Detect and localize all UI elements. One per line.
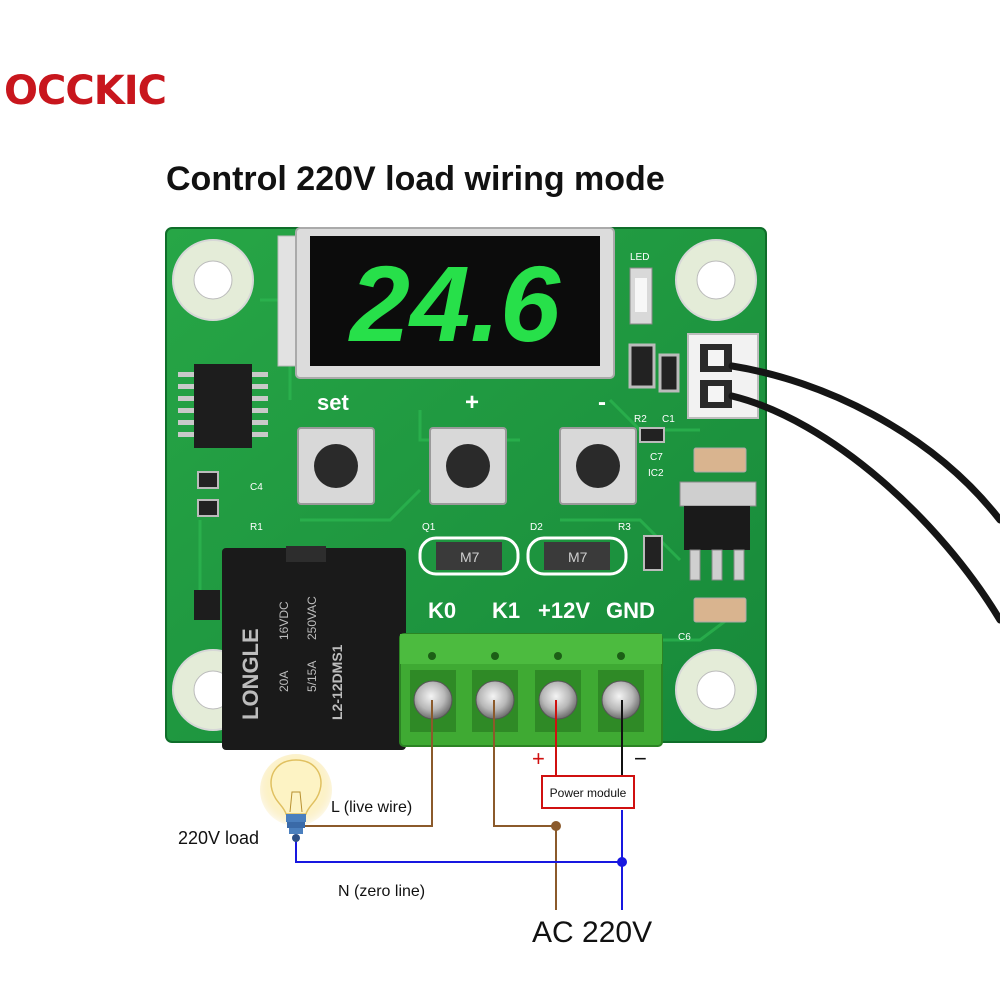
- terminal-label-k0: K0: [428, 598, 456, 623]
- relay-rating-2: 250VAC: [305, 596, 319, 640]
- plus-button[interactable]: [429, 427, 507, 505]
- probe-connector: [687, 333, 759, 419]
- silk-ic2: IC2: [648, 468, 664, 479]
- silk-q1: Q1: [422, 522, 436, 533]
- relay: LONGLE 20A 16VDC 5/15A 250VAC L2-12DMS1: [222, 546, 406, 750]
- display-reading: 24.6: [348, 243, 561, 364]
- silk-d2: D2: [530, 522, 543, 533]
- relay-brand: LONGLE: [238, 628, 263, 720]
- led-display: 24.6: [277, 227, 615, 379]
- relay-rating-3: 20A: [277, 671, 291, 692]
- diode-d2-label: M7: [568, 549, 588, 565]
- silk-r2: R2: [634, 414, 647, 425]
- button-labels: set + -: [317, 389, 606, 416]
- load-label: 220V load: [178, 828, 259, 848]
- silk-led: LED: [630, 252, 649, 263]
- smd-parts-right: R2 C1 C7 IC2 C6: [628, 343, 747, 643]
- page-title: Control 220V load wiring mode: [166, 160, 665, 198]
- set-label: set: [317, 390, 349, 415]
- diodes: Q1 D2 R3 M7 M7: [418, 522, 663, 576]
- relay-model: L2-12DMS1: [329, 644, 345, 720]
- light-bulb-icon: [260, 754, 332, 842]
- live-wire: [300, 700, 557, 910]
- brand-logo: OCCKIC: [4, 68, 167, 114]
- power-module-label: Power module: [550, 786, 627, 800]
- terminal-label-k1: K1: [492, 598, 520, 623]
- positive-sign: +: [532, 746, 545, 771]
- mount-hole-top-left: [172, 239, 254, 321]
- live-junction: [551, 821, 561, 831]
- silk-r1: R1: [250, 522, 263, 533]
- set-button[interactable]: [297, 427, 375, 505]
- silk-c4: C4: [250, 482, 263, 493]
- terminal-12v[interactable]: [535, 670, 581, 732]
- relay-rating-1: 16VDC: [277, 601, 291, 640]
- plus-label: +: [465, 389, 479, 416]
- relay-rating-4: 5/15A: [305, 661, 319, 692]
- silk-r3: R3: [618, 522, 631, 533]
- power-module: Power module: [541, 775, 635, 809]
- probe-cable: [728, 362, 1000, 624]
- live-wire-label: L (live wire): [331, 799, 412, 816]
- zero-line-label: N (zero line): [338, 883, 425, 900]
- voltage-regulator: [679, 481, 757, 581]
- status-led: LED: [629, 252, 653, 325]
- ic-chip: [178, 364, 268, 448]
- silk-c7: C7: [650, 452, 663, 463]
- terminal-label-gnd: GND: [606, 598, 655, 623]
- mount-hole-bottom-right: [675, 649, 757, 731]
- diode-q1-label: M7: [460, 549, 480, 565]
- negative-sign: −: [634, 746, 647, 771]
- minus-button[interactable]: [559, 427, 637, 505]
- silk-c1: C1: [662, 414, 675, 425]
- mount-hole-top-right: [675, 239, 757, 321]
- neutral-junction: [617, 857, 627, 867]
- ac-source-label: AC 220V: [532, 916, 652, 949]
- terminal-labels: K0 K1 +12V GND: [428, 598, 655, 623]
- silk-c6: C6: [678, 632, 691, 643]
- smd-parts-left: C4 R1: [194, 471, 263, 620]
- terminal-label-12v: +12V: [538, 598, 590, 623]
- minus-label: -: [598, 389, 606, 416]
